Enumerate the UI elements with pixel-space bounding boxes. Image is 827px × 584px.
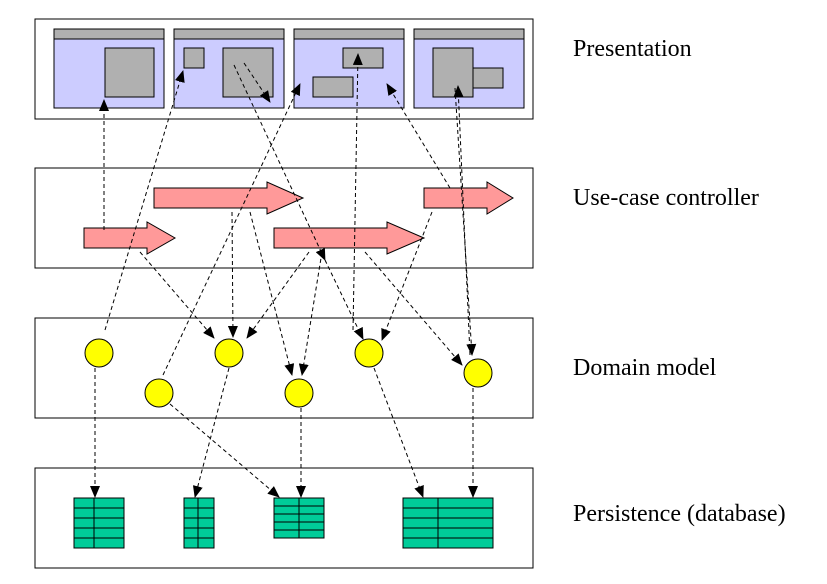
widget [183, 47, 205, 69]
window-1 [53, 28, 165, 109]
dependency-arrow [192, 367, 230, 498]
domain-object [354, 338, 384, 368]
dependency-arrow [139, 251, 215, 339]
controller-arrow [423, 181, 514, 215]
persistence-layer-label: Persistence (database) [573, 501, 786, 527]
widget [472, 67, 504, 89]
window-2 [173, 28, 285, 109]
dependency-arrow [453, 85, 471, 356]
widget [222, 47, 274, 98]
domain-object [284, 378, 314, 408]
controller-layer-box [34, 167, 534, 269]
dependency-arrow [169, 403, 280, 498]
window-4 [413, 28, 525, 109]
dependency-arrow [233, 64, 326, 261]
domain-layer-box [34, 317, 534, 419]
domain-object [214, 338, 244, 368]
dependency-arrow [364, 251, 463, 366]
dependency-arrow [246, 251, 310, 339]
presentation-layer-label: Presentation [573, 36, 692, 62]
domain-object [84, 338, 114, 368]
database-table [183, 497, 215, 549]
dependency-arrow [249, 211, 295, 376]
database-table [273, 497, 325, 539]
dependency-arrow [243, 62, 271, 103]
dependency-arrow [373, 367, 424, 498]
domain-layer-label: Domain model [573, 355, 717, 381]
dependency-arrow [454, 87, 477, 356]
window-3 [293, 28, 405, 109]
widget [342, 47, 384, 69]
widget [312, 76, 354, 98]
controller-layer-label: Use-case controller [573, 185, 759, 211]
controller-arrow [153, 181, 305, 215]
dependency-arrow [104, 70, 185, 331]
domain-object [144, 378, 174, 408]
widget [104, 47, 155, 98]
dependency-arrow [162, 83, 301, 376]
dependency-arrows [90, 53, 478, 498]
controller-arrow [83, 221, 177, 255]
database-table [402, 497, 494, 549]
database-table [73, 497, 125, 549]
dependency-arrow [324, 259, 364, 340]
domain-object [463, 358, 493, 388]
dependency-arrow [381, 211, 433, 341]
dependency-arrow [386, 83, 451, 189]
widget [432, 47, 474, 98]
